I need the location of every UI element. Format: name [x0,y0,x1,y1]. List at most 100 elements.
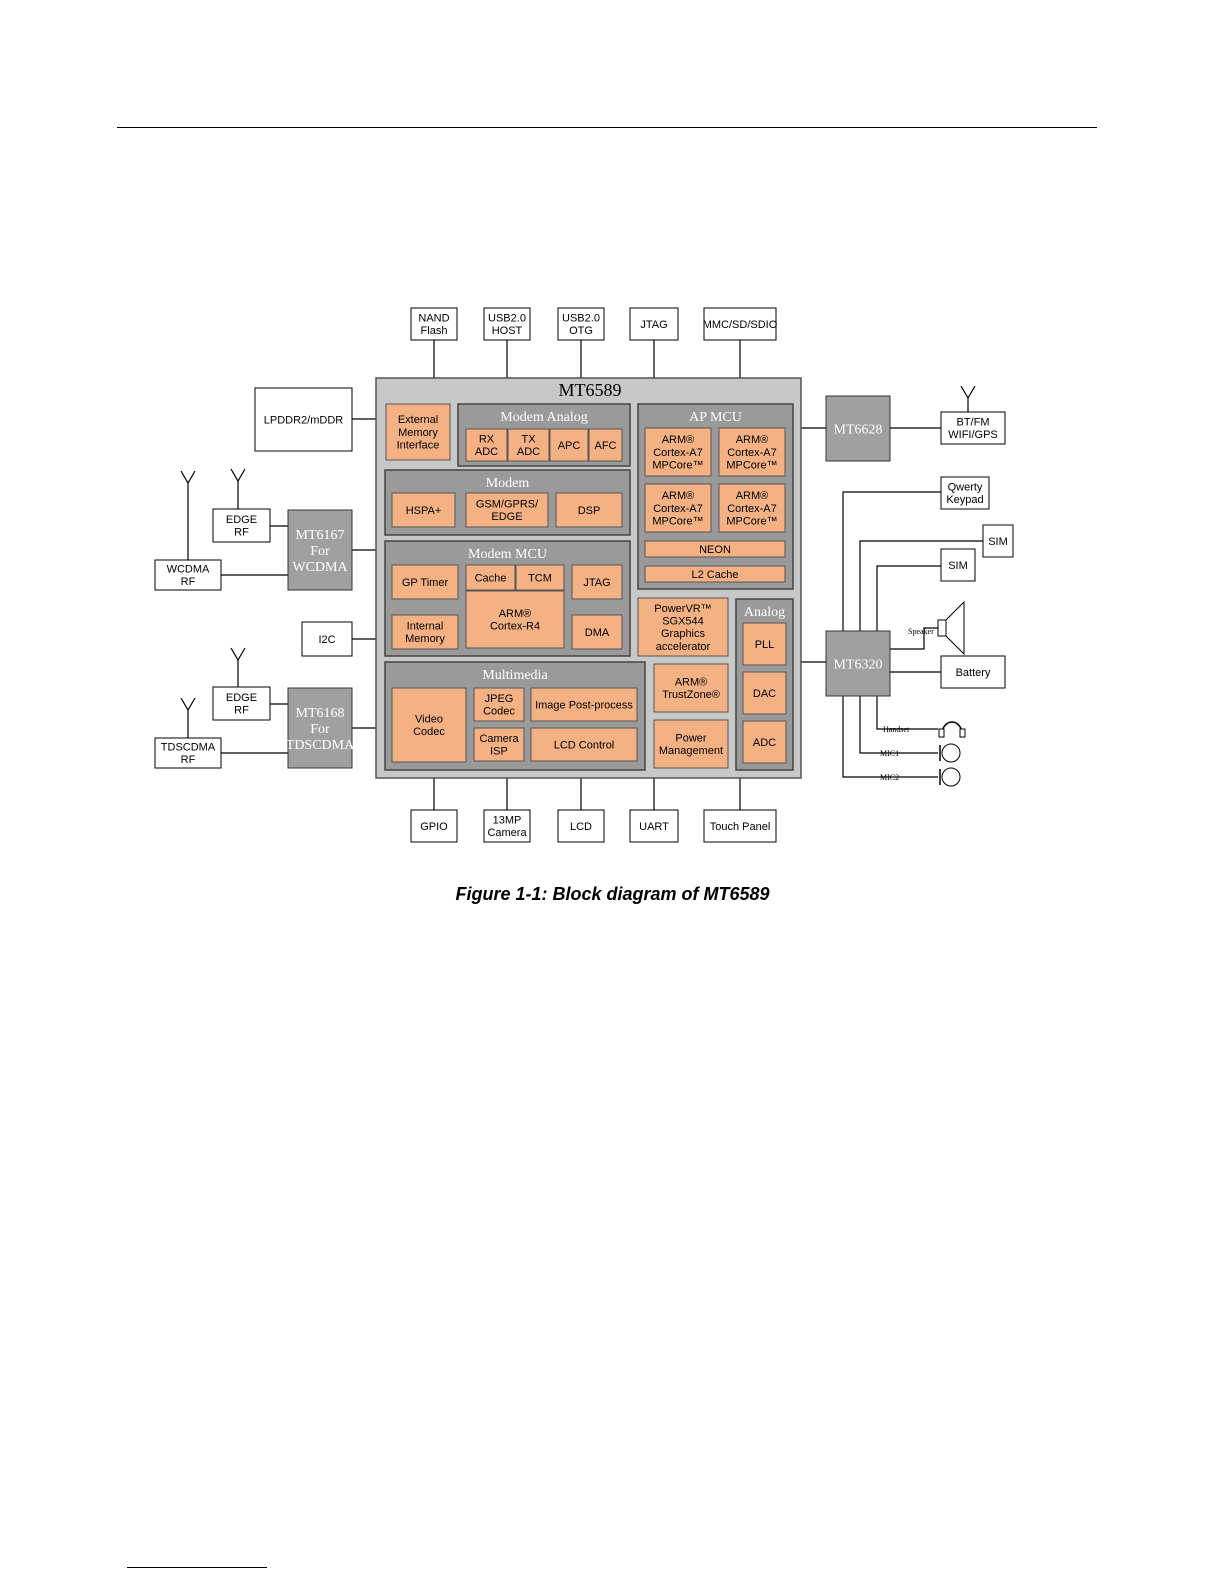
qwerty-box-text: Keypad [946,494,983,506]
jtag-block-text: JTAG [583,577,610,589]
mt6167-chip-text: For [310,544,330,559]
a7-core-2-block-text: MPCore™ [726,460,777,472]
i2c-box: I2C [301,621,353,657]
multimedia-region-title: Multimedia [482,668,548,683]
mt6168-chip-text: TDSCDMA [286,738,355,753]
battery-box: Battery [940,655,1006,689]
a7-core-4-block-text: MPCore™ [726,516,777,528]
cortex-r4-block: ARM®Cortex-R4 [465,590,565,649]
mmc-box: MMC/SD/SDIO [703,307,778,341]
dma-block: DMA [571,614,623,650]
mic1-label: MIC1 [880,749,899,758]
speaker-label: Speaker [908,627,934,636]
dsp-block: DSP [555,492,623,528]
a7-core-4-block-text: Cortex-A7 [727,503,777,515]
rx-adc-block-text: ADC [475,446,498,458]
mt6628-chip-text: MT6628 [834,422,883,437]
handset-label: Handset [883,725,910,734]
apc-block-text: APC [558,440,581,452]
bt-fm-box-text: WIFI/GPS [948,429,998,441]
rx-adc-block-text: RX [479,434,495,446]
l2-cache-block: L2 Cache [644,565,786,583]
adc-block: ADC [742,720,787,764]
video-codec-block-text: Video [415,714,443,726]
jtag-block: JTAG [571,564,623,600]
cache-block: Cache [465,564,516,591]
neon-block: NEON [644,540,786,558]
touch-panel-box: Touch Panel [703,809,777,843]
a7-core-1-block-text: MPCore™ [652,460,703,472]
usb-otg-box-text: OTG [569,325,593,337]
trustzone-block: ARM®TrustZone® [653,663,729,713]
hspa-block: HSPA+ [391,492,456,528]
bt-fm-box-text: BT/FM [957,417,990,429]
tx-adc-block-text: TX [521,434,536,446]
video-codec-block-text: Codec [413,726,445,738]
edge-rf-2-box-text: EDGE [226,692,257,704]
gsm-block: GSM/GPRS/EDGE [465,492,549,528]
wcdma-rf-box-text: RF [181,576,196,588]
gpio-box: GPIO [410,809,458,843]
powervr-block-text: accelerator [656,641,711,653]
mic2-label: MIC2 [880,773,899,782]
usb-otg-box-text: USB2.0 [562,313,600,325]
sim-1-box-text: SIM [988,536,1008,548]
uart-box-text: UART [639,821,669,833]
gp-timer-block: GP Timer [391,564,459,600]
modem-analog-region-title: Modem Analog [500,410,588,425]
qwerty-box-text: Qwerty [948,482,983,494]
gsm-block-text: GSM/GPRS/ [476,499,539,511]
a7-core-1-block-text: ARM® [662,434,695,446]
cortex-r4-block-text: ARM® [499,608,532,620]
gpio-box-text: GPIO [420,821,448,833]
handset-icon [938,721,966,738]
internal-mem-block-text: Memory [405,633,445,645]
tdscdma-rf-box-text: RF [181,754,196,766]
camera-13mp-box-text: Camera [487,827,527,839]
apc-block: APC [549,428,589,462]
neon-block-text: NEON [699,544,731,556]
dsp-block-text: DSP [578,505,601,517]
lcd-box-text: LCD [570,821,592,833]
image-post-block-text: Image Post-process [535,699,633,711]
mic1-icon [939,743,961,763]
mt6168-chip-text: MT6168 [296,706,345,721]
sim-2-box: SIM [940,548,976,582]
nand-flash-box-text: NAND [418,313,449,325]
tdscdma-rf-box-text: TDSCDMA [161,742,216,754]
uart-box: UART [629,809,679,843]
jpeg-codec-block-text: Codec [483,706,515,718]
mt6167-chip-text: WCDMA [292,560,348,575]
power-mgmt-block-text: Management [659,745,723,757]
mt6167-chip-text: MT6167 [296,528,345,543]
lpddr-box-text: LPDDR2/mDDR [264,414,344,426]
lcd-control-block: LCD Control [530,727,638,762]
l2-cache-block-text: L2 Cache [691,569,738,581]
edge-rf-1-box-text: RF [234,527,249,539]
powervr-block-text: Graphics [661,628,706,640]
sim-1-box: SIM [982,524,1014,558]
usb-host-box-text: HOST [492,325,523,337]
mt6628-chip: MT6628 [825,395,891,462]
ext-mem-block-text: Memory [398,427,438,439]
jtag-ext-box: JTAG [629,307,679,341]
a7-core-4-block-text: ARM® [736,490,769,502]
mt6320-chip-text: MT6320 [834,657,883,672]
